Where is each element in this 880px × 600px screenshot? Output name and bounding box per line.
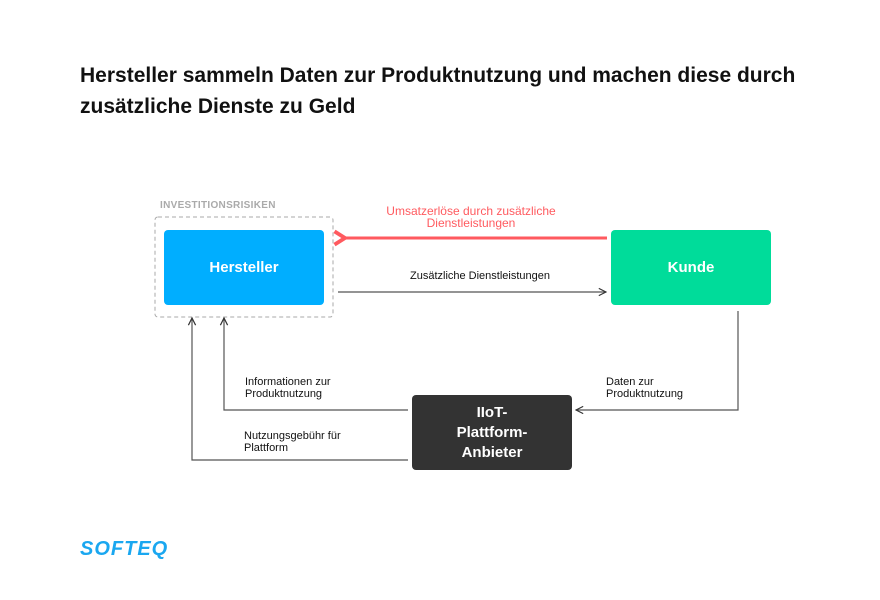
revenue-label: Umsatzerlöse durch zusätzliche Dienstlei… xyxy=(386,204,556,230)
node-iiot-provider: IIoT-Plattform-Anbieter xyxy=(412,395,572,470)
usage-data-arrow xyxy=(576,311,739,410)
usage-data-label: Daten zur Produktnutzung xyxy=(606,376,684,400)
node-kunde: Kunde xyxy=(611,230,771,305)
softeq-logo: SOFTEQ xyxy=(80,538,169,560)
investment-risk-label: INVESTITIONSRISIKEN xyxy=(160,200,276,211)
fee-label: Nutzungsgebühr für Plattform xyxy=(244,430,341,454)
fee-arrow xyxy=(192,318,408,461)
investment-risk-zone xyxy=(154,216,334,318)
node-hersteller: Hersteller xyxy=(164,230,324,305)
page-title: Hersteller sammeln Daten zur Produktnutz… xyxy=(80,64,796,118)
info-label: Informationen zur Produktnutzung xyxy=(245,376,331,400)
services-label: Zusätzliche Dienstleistungen xyxy=(409,270,551,282)
info-arrow xyxy=(224,318,408,411)
